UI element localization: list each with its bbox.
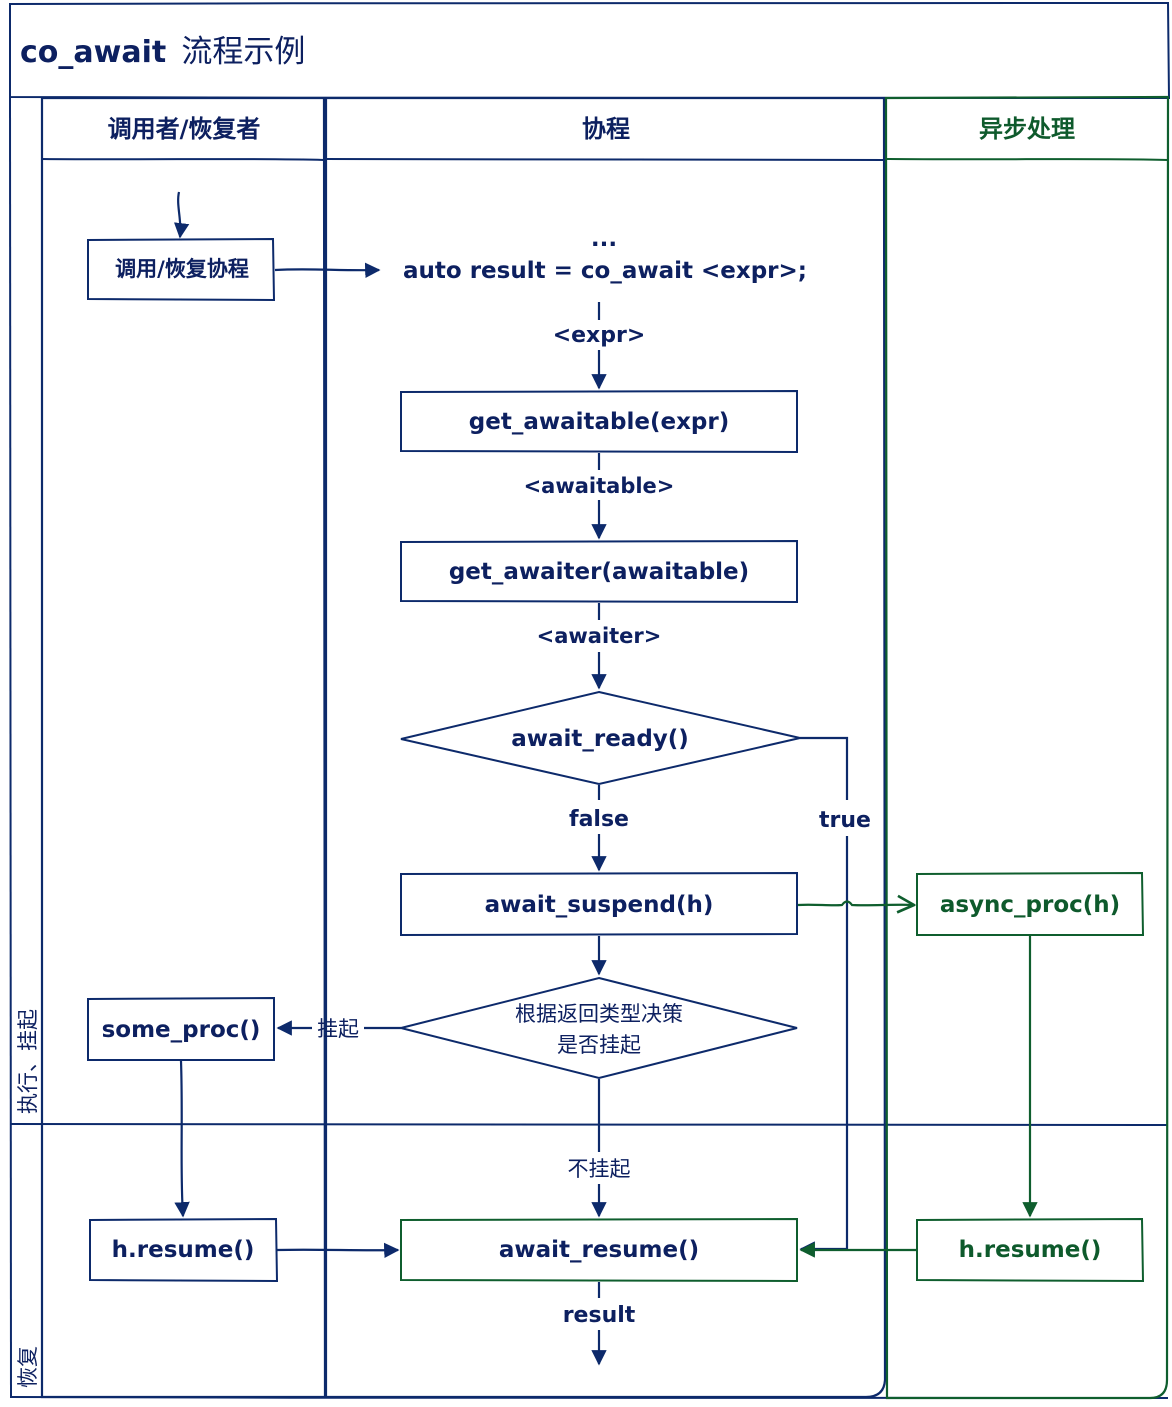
decide-suspend-diamond: 根据返回类型决策 是否挂起 (400, 976, 798, 1080)
co-await-statement: auto result = co_await <expr>; (403, 258, 807, 284)
diagram-title: co_await 流程示例 (20, 34, 305, 70)
await-ready-diamond: await_ready() (400, 690, 801, 786)
h-resume-right-box: h.resume() (916, 1217, 1145, 1283)
label-no-suspend: 不挂起 (568, 1157, 631, 1181)
connectors (173, 191, 1038, 1366)
edge-ready-true (800, 736, 849, 800)
call-resume-label: 调用/恢复协程 (115, 257, 249, 281)
label-suspend: 挂起 (317, 1017, 359, 1041)
label-expr: <expr> (553, 323, 646, 348)
edge-suspend-to-async (797, 902, 914, 906)
get-awaitable-label: get_awaitable(expr) (469, 409, 729, 435)
await-resume-box: await_resume() (400, 1217, 798, 1283)
await-ready-label: await_ready() (511, 726, 689, 752)
title-code: co_await (20, 35, 166, 70)
label-false: false (569, 807, 629, 832)
await-suspend-label: await_suspend(h) (485, 892, 714, 918)
decide-label-line1: 根据返回类型决策 (515, 1002, 683, 1026)
call-resume-box: 调用/恢复协程 (87, 237, 276, 302)
some-proc-box: some_proc() (87, 996, 275, 1061)
phase-resume-label: 恢复 (16, 1346, 40, 1388)
lane-async: 异步处理 (884, 95, 1170, 1400)
await-suspend-box: await_suspend(h) (400, 871, 798, 937)
label-result: result (563, 1303, 636, 1328)
async-proc-box: async_proc(h) (916, 871, 1145, 936)
label-awaiter: <awaiter> (537, 624, 662, 648)
decide-label-line2: 是否挂起 (557, 1033, 641, 1057)
edge-someproc-to-resume (174, 1060, 190, 1218)
get-awaitable-box: get_awaitable(expr) (400, 389, 798, 454)
phase-run-label: 执行、挂起 (16, 1009, 40, 1114)
edge-call-to-statement (274, 262, 381, 279)
h-resume-left-box: h.resume() (89, 1217, 279, 1283)
label-awaitable: <awaitable> (524, 474, 675, 498)
edge-resume-left-to-await-resume (276, 1242, 400, 1259)
label-true: true (819, 808, 871, 833)
edge-ready-true-lower (799, 836, 849, 1257)
lane-async-title: 异步处理 (979, 115, 1075, 143)
async-proc-label: async_proc(h) (940, 892, 1120, 918)
lane-coroutine: 协程 (324, 96, 887, 1399)
get-awaiter-label: get_awaiter(awaitable) (449, 559, 749, 585)
some-proc-label: some_proc() (102, 1017, 261, 1043)
lane-coroutine-title: 协程 (582, 115, 630, 143)
h-resume-right-label: h.resume() (959, 1237, 1102, 1263)
await-resume-label: await_resume() (499, 1237, 699, 1263)
h-resume-left-label: h.resume() (112, 1237, 255, 1263)
get-awaiter-box: get_awaiter(awaitable) (400, 539, 798, 604)
title-text: 流程示例 (181, 34, 305, 70)
edge-entry (173, 191, 190, 239)
ellipsis-text: ... (591, 226, 617, 252)
lane-caller-title: 调用者/恢复者 (108, 115, 261, 143)
